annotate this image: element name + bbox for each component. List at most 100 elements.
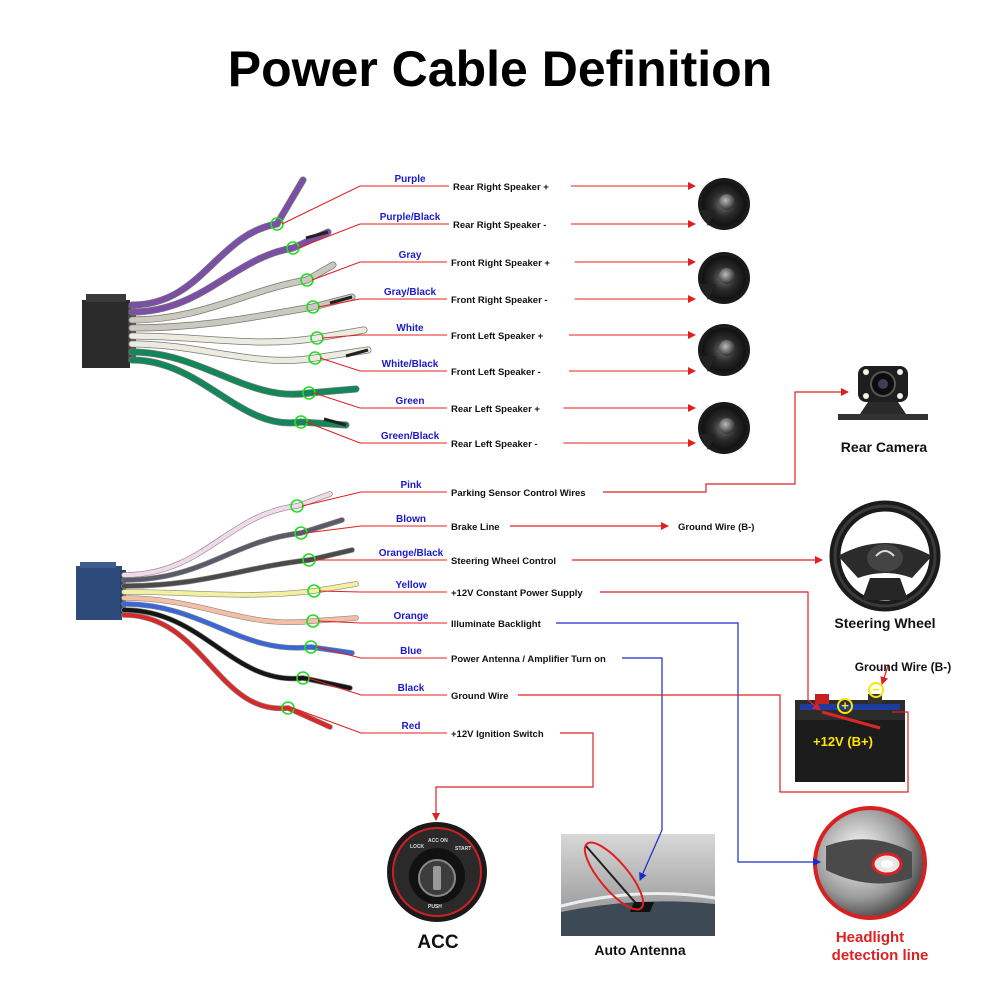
antenna-line (622, 657, 663, 881)
wire-yellow (121, 581, 359, 597)
wire-gray-black (129, 294, 355, 331)
speaker-icon (698, 324, 750, 376)
ground-to-battery-arrow (880, 665, 889, 685)
leader-line (317, 620, 447, 624)
leader-line (307, 677, 447, 696)
ground-wire-route (518, 694, 909, 793)
wire-red (121, 612, 333, 730)
wire-function-label: Ground Wire (451, 691, 508, 702)
wire-color-label: Black (398, 683, 425, 694)
wire-color-label: Gray/Black (384, 287, 437, 298)
wire-function-label: Front Right Speaker - (451, 295, 548, 306)
ignition-switch-icon: LOCK ACC ON START PUSH (387, 822, 487, 922)
black-stripe (323, 417, 347, 427)
car-antenna-photo (560, 834, 716, 936)
wire-function-label: +12V Ignition Switch (451, 729, 544, 740)
headlight-label-line2: detection line (832, 947, 929, 964)
wire-color-label: White (396, 323, 424, 334)
leader-line (301, 491, 447, 507)
steering-wheel-label: Steering Wheel (834, 615, 935, 631)
acc-label: ACC (417, 932, 458, 953)
wire-green (129, 349, 359, 397)
leader-line (318, 590, 447, 593)
ignition-to-acc-arrow (432, 732, 594, 821)
leader-line (297, 223, 449, 249)
constant-power-arrow (600, 591, 821, 711)
wire-color-label: Blown (396, 514, 426, 525)
wire-function-label: Rear Left Speaker - (451, 439, 538, 450)
upper-wire-bundle (128, 176, 372, 429)
page-title: Power Cable Definition (228, 41, 773, 97)
black-stripe (305, 230, 329, 240)
wire-color-label: White/Black (382, 359, 439, 370)
minus-terminal-icon: − (872, 682, 880, 697)
wire-color-label: Pink (400, 480, 422, 491)
wire-gray (129, 262, 336, 323)
upper-connector (82, 294, 136, 368)
speakers (698, 178, 750, 454)
wire-function-label: Illuminate Backlight (451, 619, 542, 630)
black-stripe (329, 295, 353, 305)
speaker-icon (698, 178, 750, 230)
wire-orange-black (121, 547, 355, 589)
lower-wire-bundle (121, 491, 359, 730)
leader-line (311, 261, 447, 281)
wire-color-label: Purple (394, 174, 426, 185)
wire-color-label: Gray (399, 250, 422, 261)
wire-color-label: Purple/Black (380, 212, 441, 223)
wire-function-label: Power Antenna / Amplifier Turn on (451, 654, 606, 665)
start-marking: START (455, 846, 471, 852)
leader-line (305, 525, 447, 534)
wire-blown (121, 517, 345, 583)
wire-function-label: Front Right Speaker + (451, 258, 550, 269)
leader-line (319, 357, 447, 372)
connection-routes: Ground Wire (B-) (432, 388, 909, 881)
leader-line (305, 421, 447, 444)
backlight-to-headlight-line (556, 622, 821, 866)
wire-function-label: Rear Right Speaker + (453, 182, 549, 193)
leader-line (292, 707, 447, 734)
leader-line (317, 298, 447, 308)
wire-function-label: Brake Line (451, 522, 500, 533)
lock-marking: LOCK (410, 844, 425, 850)
auto-antenna-label: Auto Antenna (594, 942, 685, 958)
wire-function-label: Front Left Speaker + (451, 331, 544, 342)
wire-blue (121, 601, 355, 656)
battery-ground-label: Ground Wire (B-) (855, 660, 952, 674)
wire-color-label: Green (396, 396, 425, 407)
parking-to-camera-arrow (603, 388, 849, 493)
wire-function-label: Rear Left Speaker + (451, 404, 540, 415)
rear-camera-icon (838, 366, 928, 420)
wire-green-black (129, 357, 349, 428)
wire-function-label: Front Left Speaker - (451, 367, 541, 378)
wire-function-label: Steering Wheel Control (451, 556, 556, 567)
rear-camera-label: Rear Camera (841, 439, 928, 455)
wire-purple (129, 177, 306, 308)
headlight-label-line1: Headlight (836, 929, 904, 946)
wire-color-label: Blue (400, 646, 422, 657)
wire-color-label: Orange (393, 611, 428, 622)
black-stripe (345, 348, 369, 358)
wire-color-label: Orange/Black (379, 548, 444, 559)
wire-white-black (129, 341, 371, 364)
brake-ground-label: Ground Wire (B-) (678, 522, 754, 533)
leader-line (321, 334, 447, 339)
battery-icon: + − +12V (B+) (795, 682, 905, 782)
wire-purple-black (129, 229, 331, 315)
wire-color-label: Red (402, 721, 421, 732)
wire-outline (121, 601, 355, 656)
lower-connector (76, 562, 126, 620)
speaker-icon (698, 402, 750, 454)
wire-white (129, 327, 367, 345)
wire-function-label: Rear Right Speaker - (453, 220, 546, 231)
leader-line (315, 646, 447, 659)
wire-orange (121, 595, 359, 625)
wire-function-label: Parking Sensor Control Wires (451, 488, 586, 499)
plus-terminal-icon: + (841, 698, 849, 713)
wire-black (121, 607, 353, 691)
wire-function-label: +12V Constant Power Supply (451, 588, 583, 599)
